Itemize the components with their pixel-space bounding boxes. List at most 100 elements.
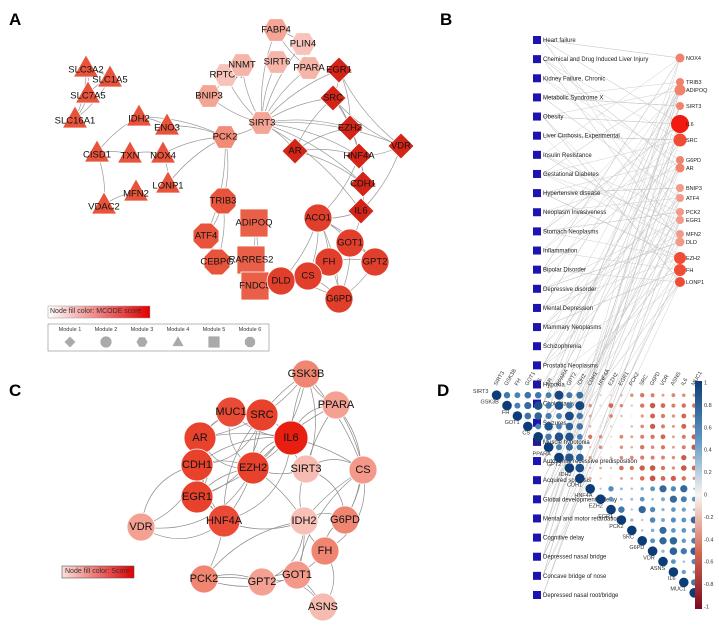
gene-node-b-nox4 [675,53,685,63]
disease-label-insulin-resistance: Insulin Resistance [543,153,592,159]
node-c-label: IL6 [283,432,298,444]
node-a-label: SLC1A5 [92,75,127,86]
disease-square [533,112,541,121]
matrix-col-label: IDH2 [576,373,587,387]
corr-cell [599,394,602,397]
corr-cell [588,434,593,439]
edge-b [542,81,681,404]
corr-cell [608,403,614,408]
corr-cell [640,424,645,429]
colorbar-tick: -0.6 [704,560,713,566]
node-a-ar [281,137,309,165]
node-c-egr1 [180,480,214,514]
node-c-label: AR [192,432,207,444]
corr-cell [524,391,532,399]
matrix-row-label: PPARA [533,451,552,457]
corr-cell [599,487,602,490]
corr-cell [609,456,613,459]
corr-cell [534,412,542,420]
edge-b [542,39,681,235]
disease-square [533,55,541,64]
corr-cell [589,394,592,397]
corr-cell [616,515,627,525]
gene-label-b-g6pd: G6PD [686,158,701,164]
corr-cell [671,424,675,428]
matrix-row-label: G6PD [629,545,644,551]
corr-cell [679,577,689,588]
colorbar-tick: 0 [704,493,707,499]
module-legend-box [47,323,270,352]
disease-label-neoplasm-invasiveness: Neoplasm Invasiveness [543,210,606,216]
gene-node-b-ezh2 [674,252,686,264]
corr-cell [647,546,658,556]
corr-cell [620,393,623,397]
node-a-label: RARRES2 [229,255,274,266]
corr-cell [669,495,678,503]
edge-b [542,81,681,557]
node-a-label: VDR [391,141,411,152]
corr-cell [671,455,676,460]
edge-b [542,105,681,366]
gene-label-b-trib3: TRIB3 [686,80,702,86]
corr-cell [609,466,613,470]
colorbar-tick: -1 [704,605,709,611]
module-legend-label: Module 3 [131,327,154,333]
edge-b [542,241,681,290]
corr-cell [630,393,634,397]
disease-square [533,284,541,293]
corr-cell [650,434,655,439]
corr-cell [609,394,613,397]
corr-cell [670,486,677,492]
edge-b [542,81,681,289]
node-c-label: PPARA [318,399,355,411]
node-a-label: SLC3A2 [68,65,103,76]
disease-square [533,189,541,198]
edge-c-ezh2-vdr [140,467,254,529]
corr-cell [599,456,602,459]
corr-cell [659,485,667,493]
corr-cell [576,444,583,451]
node-c-vdr [126,512,156,542]
corr-cell [681,434,686,439]
node-a-label: ACO1 [305,213,331,224]
node-c-label: G6PD [330,514,360,526]
edge-b [542,167,681,519]
node-a-slc16a1 [61,104,89,129]
corr-cell [609,425,613,428]
colorbar-tick: 0.6 [704,425,712,431]
edge-b [542,192,681,259]
node-a-hnf4a [345,142,373,170]
corr-cell [660,434,666,440]
corr-cell [620,414,623,418]
node-c-gsk3b [291,359,321,389]
corr-cell [598,445,603,449]
node-a-il6 [347,197,375,225]
edge-b [542,78,681,189]
corr-cell [514,402,521,409]
node-a-fabp4 [262,18,290,42]
node-c-g6pd [330,505,360,535]
corr-cell [669,537,678,545]
colorbar-tick: 0.2 [704,470,712,476]
gene-node-b-pck2 [676,208,684,216]
legend-title-a: Node fill color: MCODE score [50,308,142,315]
matrix-row-label: GOT1 [505,420,520,426]
node-a-label: ADIPOQ [236,218,273,229]
node-c-pck2 [189,564,219,594]
corr-cell [619,434,624,439]
corr-cell [671,528,676,533]
corr-cell [545,392,552,399]
matrix-col-label: CS [535,377,544,387]
disease-square [533,227,541,236]
panel-label-d: D [437,381,449,400]
edge-b [542,89,681,232]
corr-cell [566,402,573,409]
node-c-label: GSK3B [288,368,325,380]
edge-b [542,173,681,243]
disease-label-stomach-neoplasms: Stomach Neoplasms [543,229,598,235]
corr-cell [658,556,668,567]
corr-cell [650,445,655,449]
matrix-col-label: IL6 [680,377,689,387]
edge-b [542,197,681,213]
